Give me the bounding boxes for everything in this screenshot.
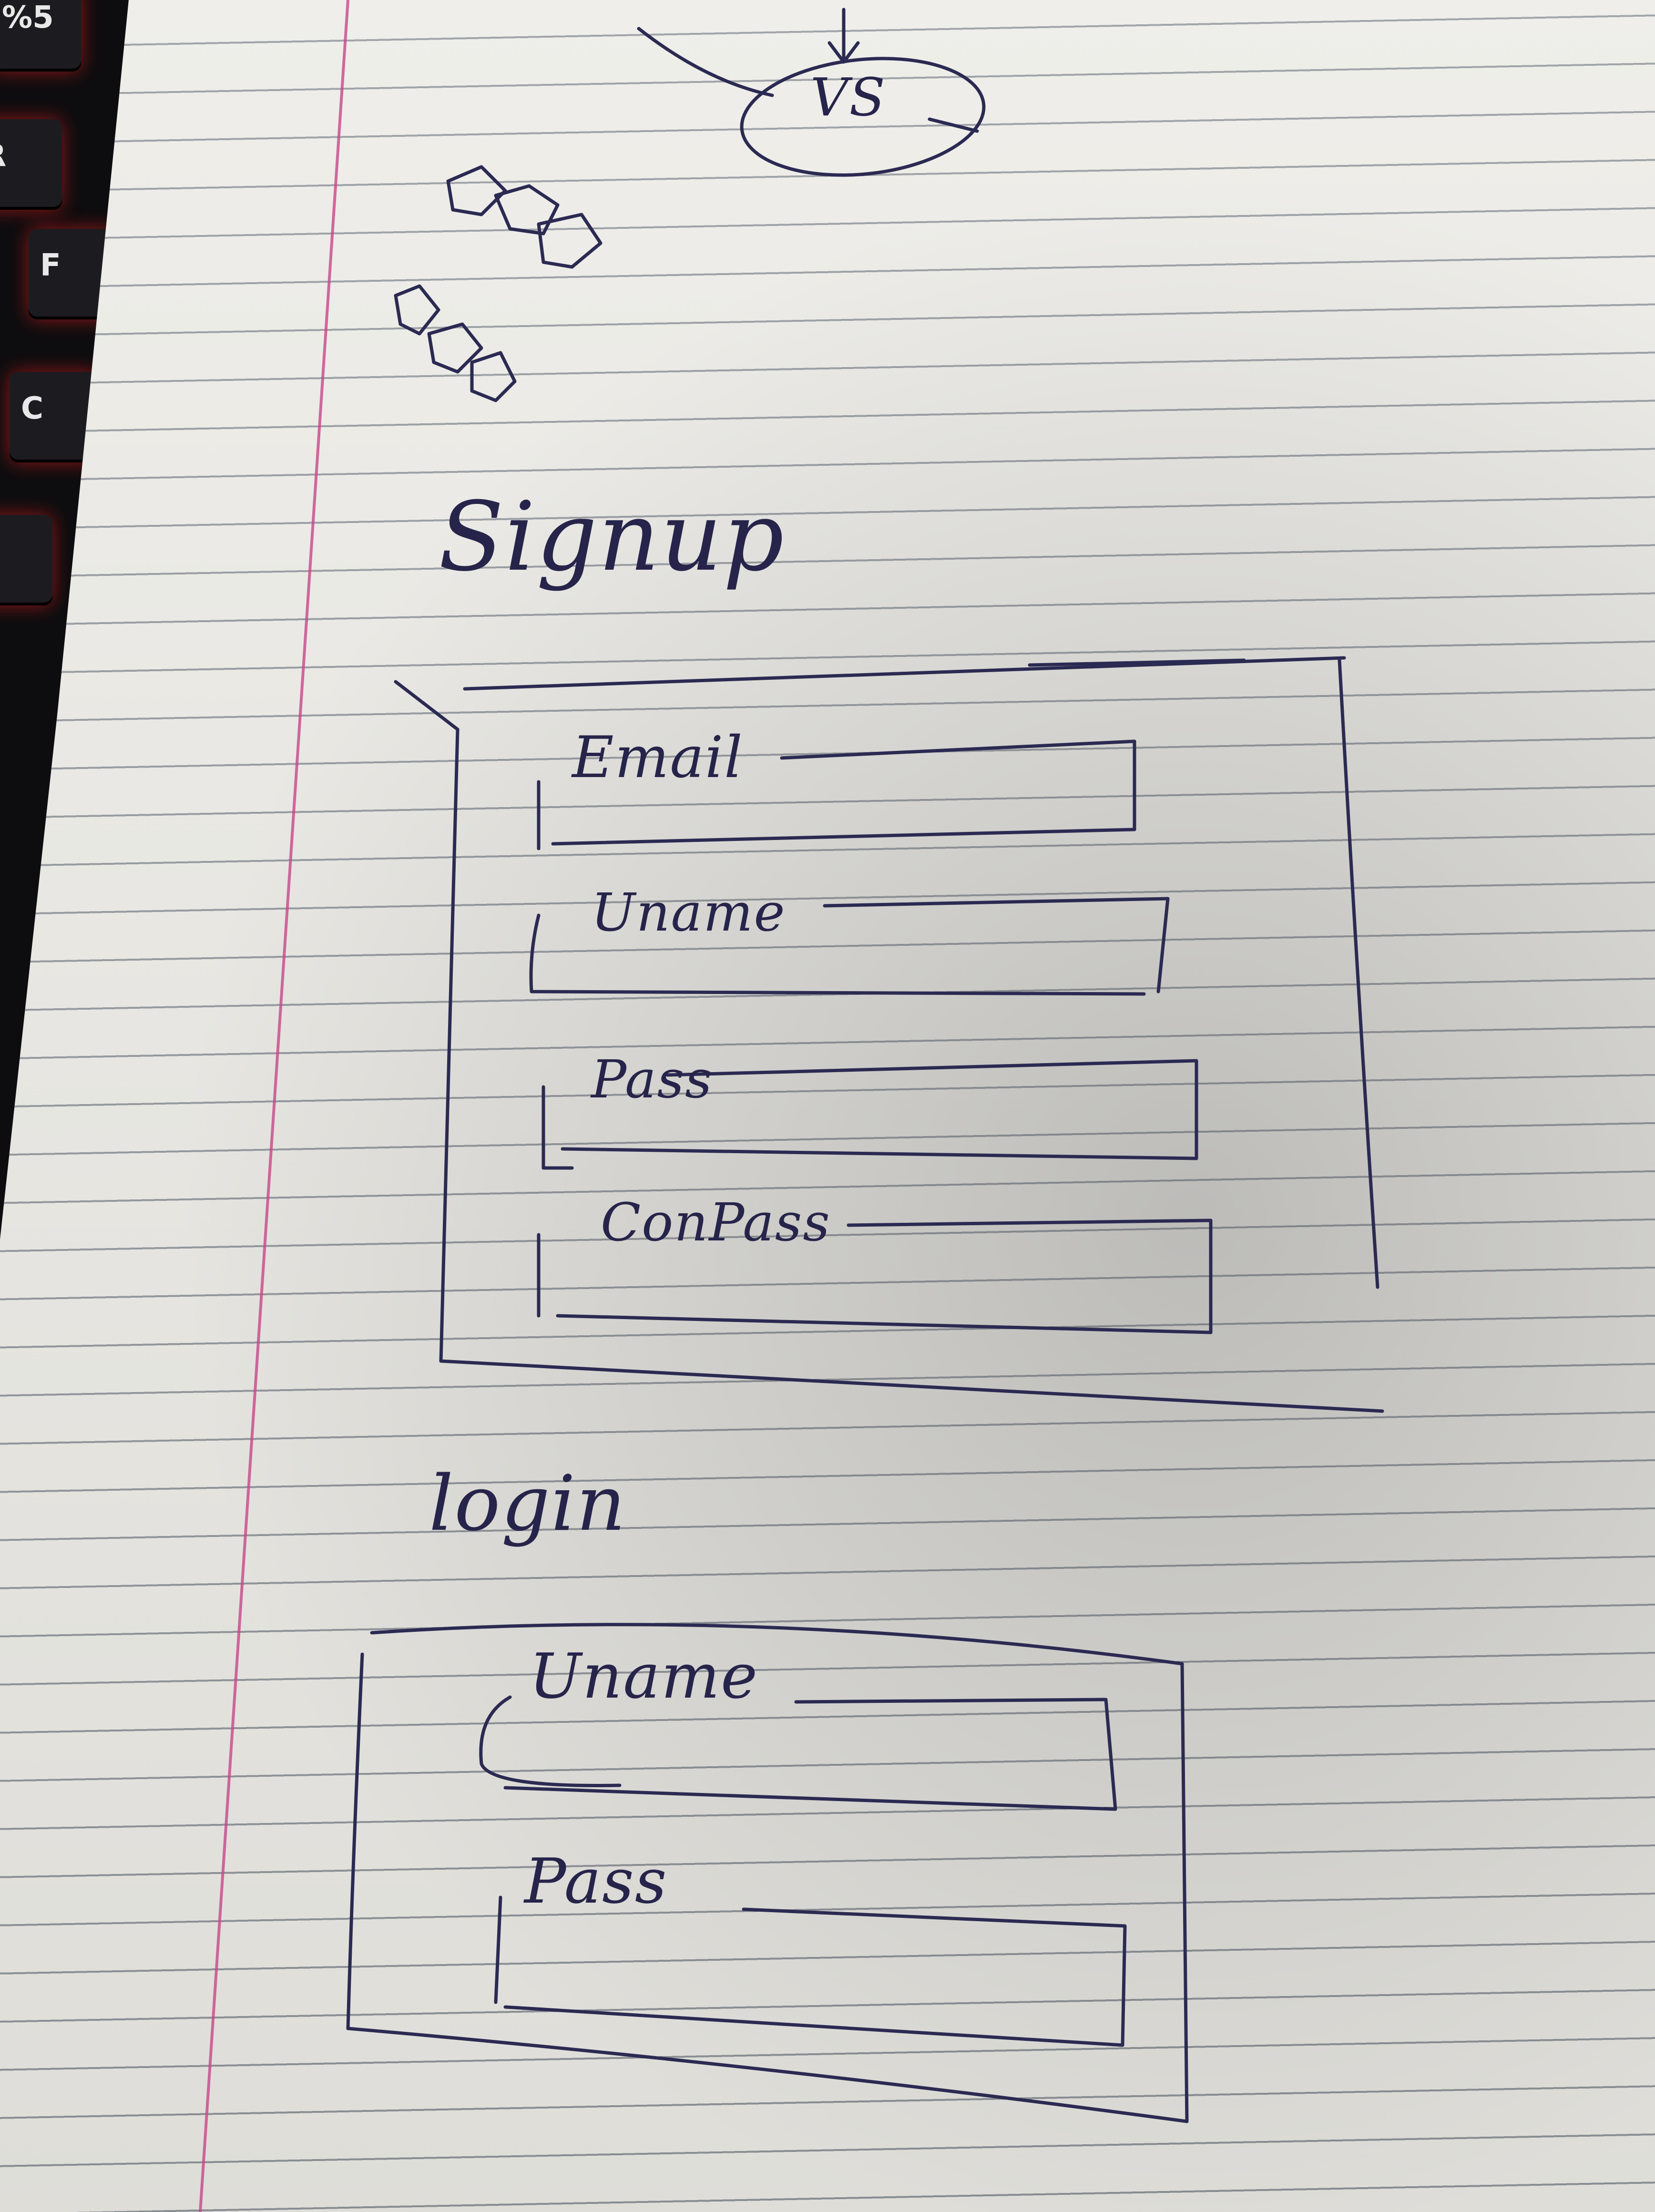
signup-heading: Signup bbox=[439, 481, 785, 593]
keyboard-key: C bbox=[10, 372, 100, 462]
signup-conpass-box bbox=[537, 1219, 1213, 1334]
login-frame bbox=[346, 1623, 1189, 2123]
circled-label: VS bbox=[810, 67, 886, 128]
signup-uname-label: Uname bbox=[591, 882, 786, 943]
top-doodle bbox=[637, 8, 986, 177]
signup-pass-box bbox=[541, 1059, 1198, 1170]
keyboard-key bbox=[0, 515, 52, 605]
login-pass-box bbox=[494, 1895, 1127, 2047]
signup-email-label: Email bbox=[572, 725, 744, 791]
signup-conpass-label: ConPass bbox=[601, 1192, 831, 1253]
keyboard-key: %5 bbox=[0, 0, 81, 72]
doodle-shapes bbox=[394, 165, 603, 402]
login-uname-box bbox=[479, 1695, 1117, 1811]
login-pass-label: Pass bbox=[524, 1845, 668, 1917]
keyboard-key: R bbox=[0, 119, 62, 210]
signup-frame bbox=[394, 656, 1384, 1413]
login-heading: login bbox=[429, 1459, 627, 1548]
signup-uname-box bbox=[529, 897, 1170, 996]
signup-email-box bbox=[537, 739, 1136, 850]
login-uname-label: Uname bbox=[529, 1640, 758, 1712]
signup-pass-label: Pass bbox=[591, 1049, 713, 1110]
